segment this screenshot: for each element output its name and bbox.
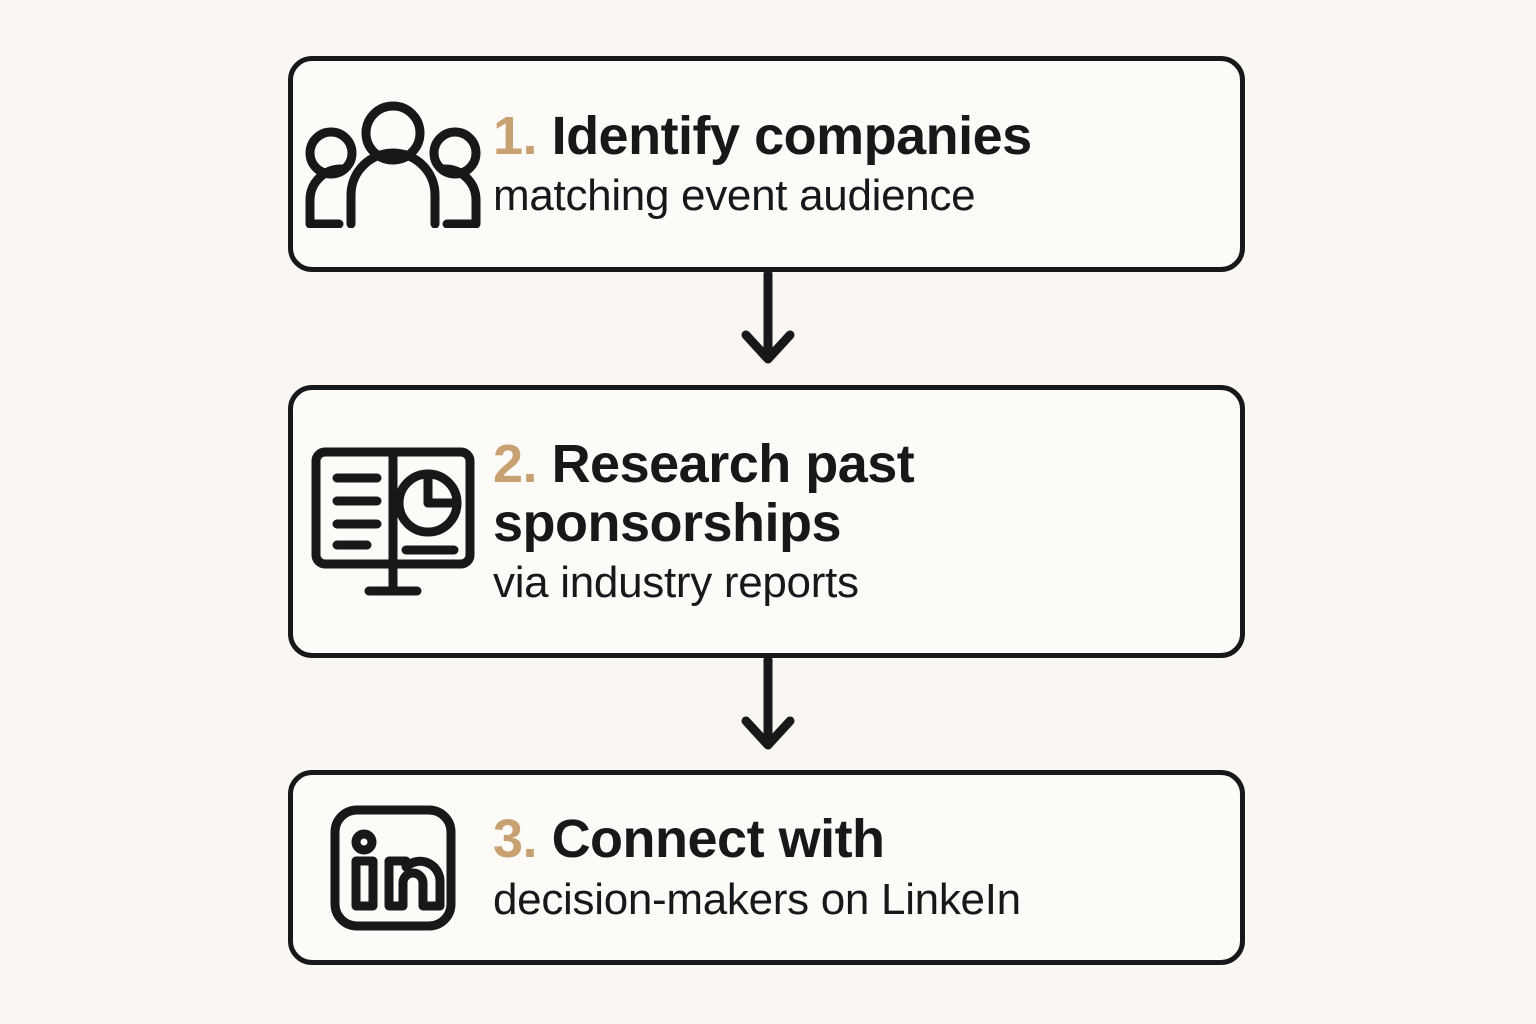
step-headline-1: 1. Identify companies	[493, 105, 1214, 166]
step-headline-text-1: Identify companies	[551, 105, 1033, 166]
step-number-3: 3.	[493, 809, 538, 870]
step-headline-text-2: Research past sponsorships	[493, 433, 915, 553]
presentation-chart-icon	[293, 446, 493, 598]
step-subline-2: via industry reports	[493, 558, 859, 608]
step-subline-3: decision-makers on LinkeIn	[493, 874, 1021, 924]
step-number-1: 1.	[493, 105, 538, 166]
step-text-3: 3. Connect with decision-makers on Linke…	[493, 810, 1240, 924]
people-group-icon	[293, 100, 493, 228]
step-text-2: 2. Research past sponsorships via indust…	[493, 433, 1240, 609]
linkedin-icon	[293, 804, 493, 932]
step-number-2: 2.	[493, 433, 538, 494]
step-text-1: 1. Identify companies matching event aud…	[493, 105, 1240, 221]
step-card-1[interactable]: 1. Identify companies matching event aud…	[288, 56, 1245, 272]
step-subline-1: matching event audience	[493, 171, 976, 221]
step-card-3[interactable]: 3. Connect with decision-makers on Linke…	[288, 770, 1245, 965]
step-headline-2: 2. Research past sponsorships	[493, 433, 1214, 554]
arrow-step-1-to-2	[735, 272, 801, 385]
step-card-2[interactable]: 2. Research past sponsorships via indust…	[288, 385, 1245, 658]
arrow-step-2-to-3	[735, 658, 801, 770]
step-headline-3: 3. Connect with	[493, 810, 1214, 869]
step-headline-text-3: Connect with	[551, 809, 885, 870]
